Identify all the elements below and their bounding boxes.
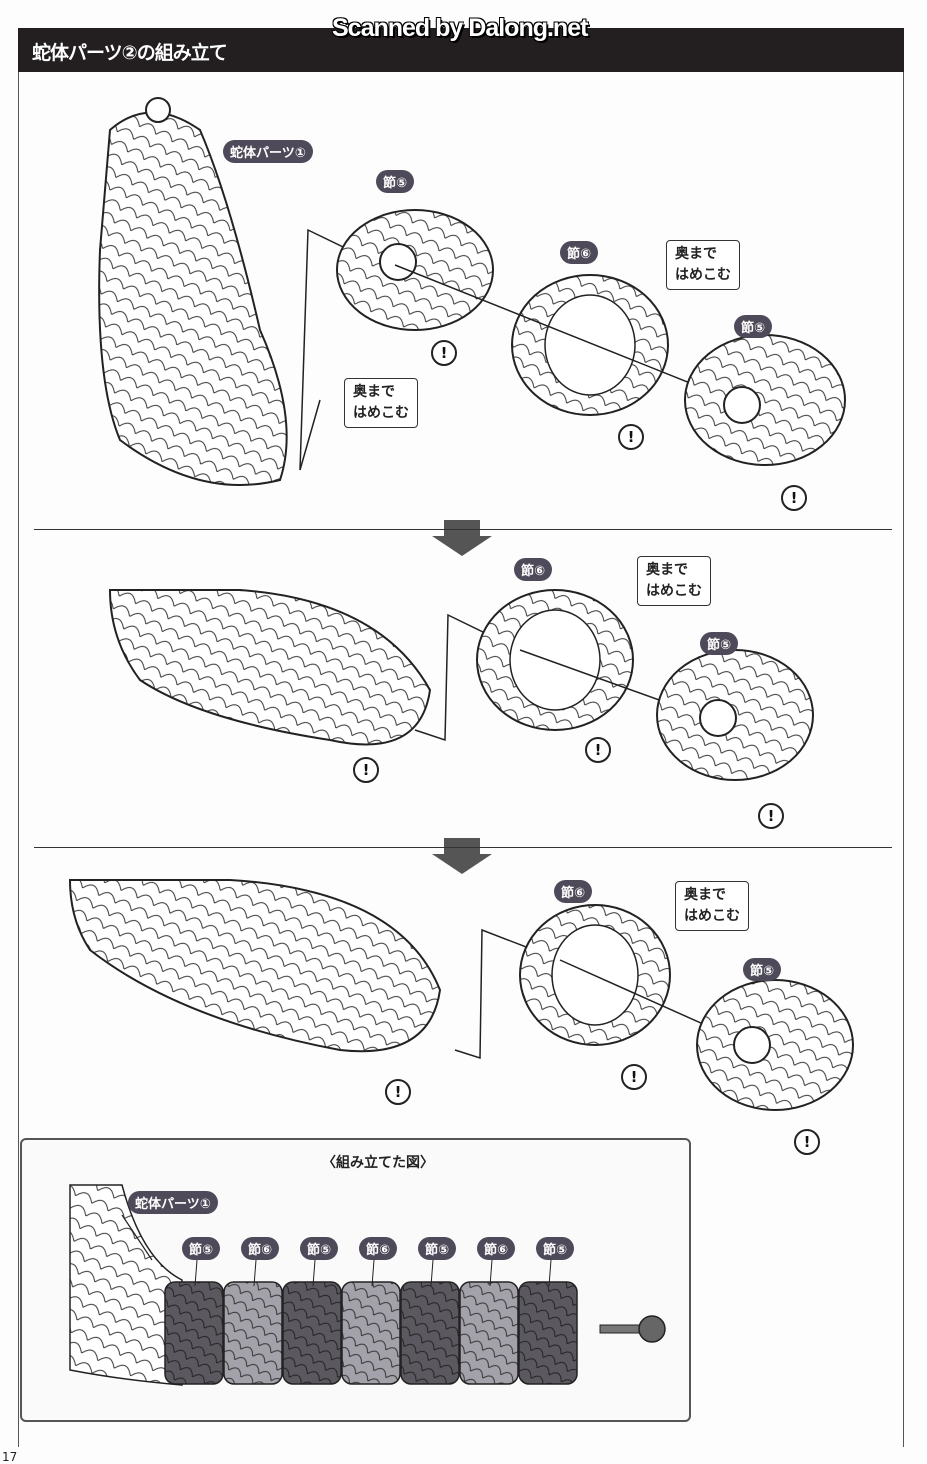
page-frame xyxy=(18,72,904,1447)
label-segment-5: 節⑤ xyxy=(743,958,782,981)
label-segment: 節⑤ xyxy=(536,1237,575,1260)
down-arrow-icon xyxy=(432,520,492,556)
label-segment-6: 節⑥ xyxy=(560,241,599,264)
label-segment: 節⑥ xyxy=(477,1237,516,1260)
assembled-view-box: 〈組み立てた図〉 蛇体パーツ① 節⑤ 節⑥ 節⑤ 節⑥ 節⑤ 節⑥ 節⑤ xyxy=(20,1138,691,1422)
snake-body-part-1 xyxy=(98,97,288,486)
callout-line: 奥まで xyxy=(684,887,726,903)
instruction-callout: 奥まではめこむ xyxy=(344,378,418,428)
leader-line xyxy=(253,1259,257,1287)
label-body-part-1: 蛇体パーツ① xyxy=(223,140,313,163)
warning-icon: ! xyxy=(431,340,457,366)
warning-icon: ! xyxy=(794,1129,820,1155)
step-divider xyxy=(34,529,892,530)
leader-line xyxy=(430,1259,434,1287)
snake-body-assembled xyxy=(108,589,432,746)
segment-6-part xyxy=(476,589,634,731)
warning-icon: ! xyxy=(385,1079,411,1105)
label-segment-6: 節⑥ xyxy=(554,880,593,903)
warning-icon: ! xyxy=(585,737,611,763)
leader-line xyxy=(489,1259,493,1287)
warning-icon: ! xyxy=(621,1064,647,1090)
connector-ball xyxy=(638,1315,666,1343)
leader-line xyxy=(371,1259,375,1287)
label-segment: 節⑥ xyxy=(241,1237,280,1260)
label-body-part-1: 蛇体パーツ① xyxy=(128,1191,218,1214)
label-segment: 節⑥ xyxy=(359,1237,398,1260)
instruction-callout: 奥まではめこむ xyxy=(675,881,749,931)
label-segment: 節⑤ xyxy=(182,1237,221,1260)
instruction-callout: 奥まではめこむ xyxy=(666,240,740,290)
warning-icon: ! xyxy=(781,485,807,511)
down-arrow-icon xyxy=(432,838,492,874)
leader-line xyxy=(194,1259,198,1287)
label-segment-5: 節⑤ xyxy=(700,632,739,655)
label-segment-5: 節⑤ xyxy=(376,170,415,193)
warning-icon: ! xyxy=(758,803,784,829)
label-segment: 節⑤ xyxy=(300,1237,339,1260)
section-header: 蛇体パーツ②の組み立て xyxy=(18,28,904,72)
segment-6-part xyxy=(511,274,669,416)
instruction-callout: 奥まではめこむ xyxy=(637,556,711,606)
segment-5-part xyxy=(696,979,854,1111)
assembled-segment xyxy=(164,1281,224,1385)
warning-icon: ! xyxy=(353,757,379,783)
scan-watermark: Scanned by Dalong.net xyxy=(332,14,588,42)
step-divider xyxy=(34,847,892,848)
snake-body-assembled xyxy=(68,879,442,1053)
assembled-segment xyxy=(459,1281,519,1385)
callout-line: 奥まで xyxy=(353,384,395,400)
callout-line: はめこむ xyxy=(646,583,702,599)
assembled-segment xyxy=(518,1281,578,1385)
segment-5-part xyxy=(336,209,494,331)
callout-line: 奥まで xyxy=(675,246,717,262)
callout-line: はめこむ xyxy=(684,908,740,924)
callout-line: はめこむ xyxy=(675,267,731,283)
leader-line xyxy=(312,1259,316,1287)
assembled-segment xyxy=(223,1281,283,1385)
segment-5-part xyxy=(684,334,846,466)
segment-5-part xyxy=(656,649,814,781)
page-number: 17 xyxy=(2,1450,18,1464)
section-title: 蛇体パーツ②の組み立て xyxy=(32,42,228,64)
callout-line: はめこむ xyxy=(353,405,409,421)
leader-line xyxy=(548,1259,552,1287)
label-segment: 節⑤ xyxy=(418,1237,457,1260)
assembled-illustration xyxy=(69,1184,666,1386)
label-segment-6: 節⑥ xyxy=(514,558,553,581)
warning-icon: ! xyxy=(618,424,644,450)
assembled-segment xyxy=(400,1281,460,1385)
label-segment-5: 節⑤ xyxy=(734,315,773,338)
assembled-segment xyxy=(282,1281,342,1385)
callout-line: 奥まで xyxy=(646,562,688,578)
assembled-view-title: 〈組み立てた図〉 xyxy=(322,1155,434,1171)
assembled-segment xyxy=(341,1281,401,1385)
